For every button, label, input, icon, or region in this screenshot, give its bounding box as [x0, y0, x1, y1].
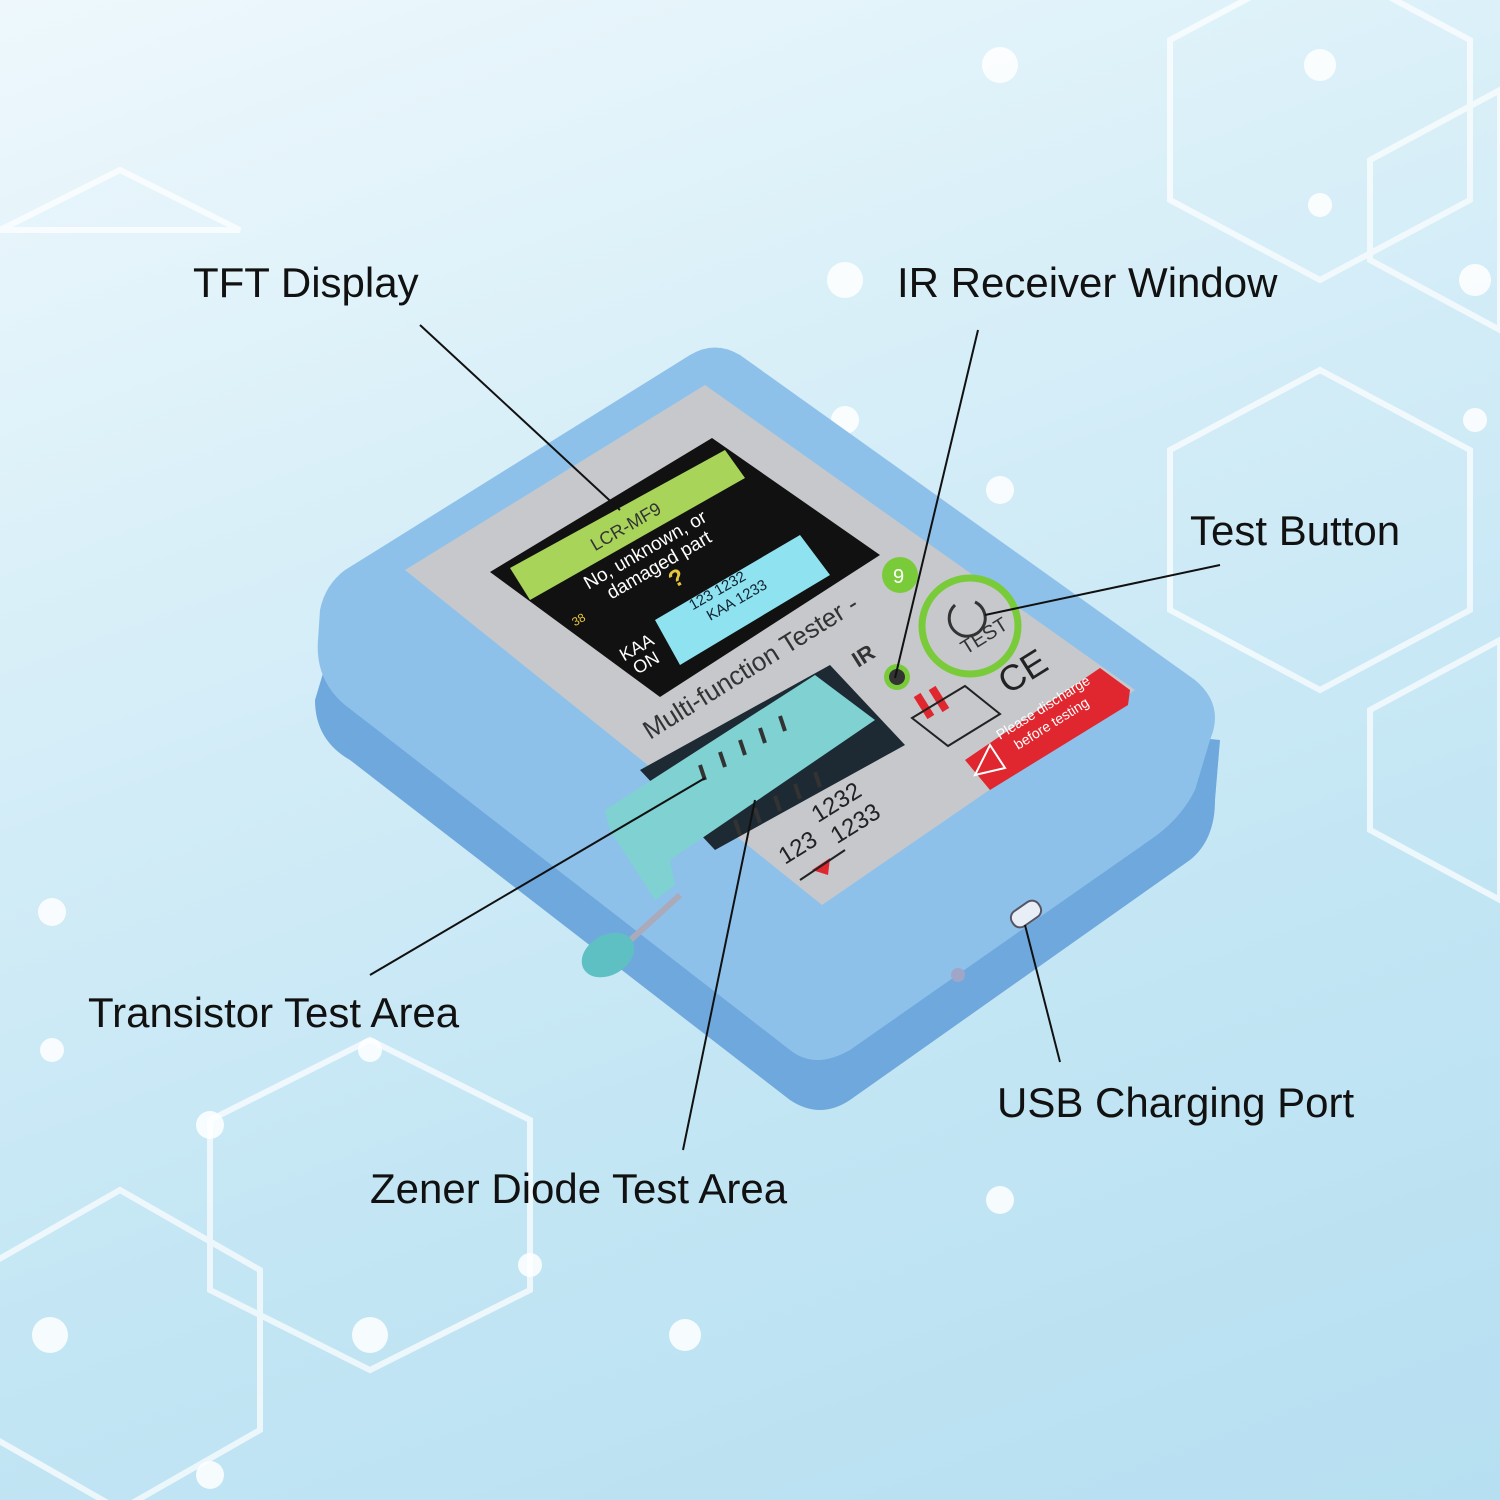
capacitor-discharge-icon: [910, 684, 1002, 748]
tft-screen: [490, 438, 880, 697]
screen-header-bar: [510, 450, 745, 600]
model-number: 9: [893, 566, 904, 588]
screen-info-box: [655, 535, 830, 665]
label-usb-charging-port: USB Charging Port: [997, 1079, 1355, 1126]
socket-lever-knob[interactable]: [574, 924, 642, 987]
label-tft-display: TFT Display: [193, 259, 419, 306]
socket-pins: [698, 715, 822, 836]
diode-symbol-icon: [799, 849, 846, 881]
test-button[interactable]: TEST: [918, 574, 1022, 678]
ir-lens: [889, 669, 905, 685]
led-indicator: [951, 968, 965, 982]
socket-lever[interactable]: [622, 892, 683, 948]
model-number-badge: [882, 557, 918, 593]
label-ir-receiver-window: IR Receiver Window: [897, 259, 1278, 306]
warning-sticker: [965, 668, 1130, 790]
screen-counter: 38: [569, 610, 588, 629]
label-transistor-test-area: Transistor Test Area: [88, 989, 460, 1036]
power-icon: [947, 600, 987, 638]
leader-lines: [369, 324, 1221, 1151]
zif-socket[interactable]: [605, 675, 875, 900]
usb-charging-port[interactable]: [1008, 897, 1045, 930]
label-test-button: Test Button: [1190, 507, 1401, 554]
label-zener-diode-test-area: Zener Diode Test Area: [370, 1165, 788, 1212]
warning-triangle-icon: [973, 742, 1007, 777]
